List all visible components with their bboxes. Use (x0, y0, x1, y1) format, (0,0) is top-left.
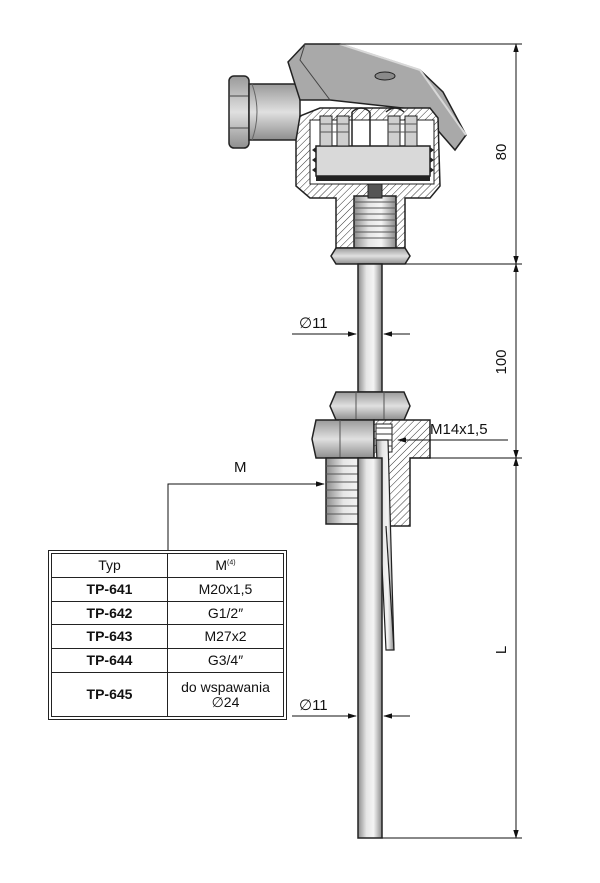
row-m: M20x1,5 (167, 576, 284, 602)
terminal-screws (312, 107, 434, 173)
table-row: TP-643 M27x2 (51, 624, 284, 650)
dim-stem-length: 100 (493, 349, 510, 374)
table-row: TP-644 G3/4″ (51, 648, 284, 673)
row-m: G3/4″ (167, 648, 284, 673)
neck-tube (357, 263, 383, 393)
dim-head-height: 80 (493, 144, 510, 161)
probe-tube (357, 457, 383, 839)
row-m-line2: ∅24 (211, 693, 240, 710)
row-m: do wspawania ∅24 (167, 672, 284, 717)
row-m: M27x2 (167, 624, 284, 650)
dim-probe-length: L (493, 646, 510, 654)
table-row: TP-642 G1/2″ (51, 600, 284, 626)
table-row: TP-641 M20x1,5 (51, 576, 284, 602)
thread-table: Typ M(4) TP-641 M20x1,5 TP-642 G1/2″ TP-… (48, 550, 287, 720)
dim-probe-diameter: ∅11 (299, 697, 328, 714)
row-m-line1: do wspawania (181, 678, 270, 695)
row-type: TP-643 (51, 624, 168, 650)
header-m: M(4) (167, 553, 284, 578)
header-m-note: (4) (227, 559, 236, 567)
connection-head (228, 43, 467, 265)
row-m: G1/2″ (167, 600, 284, 626)
table-row: TP-645 do wspawania ∅24 (51, 672, 284, 717)
dim-nipple-thread: M14x1,5 (430, 421, 488, 438)
row-type: TP-645 (51, 672, 168, 717)
header-m-label: M (215, 557, 228, 574)
row-type: TP-644 (51, 648, 168, 673)
row-type: TP-642 (51, 600, 168, 626)
table-header-row: Typ M(4) (51, 553, 284, 578)
dimension-lines (167, 43, 522, 839)
union-nut (329, 391, 411, 421)
head-lid (287, 43, 467, 152)
row-type: TP-641 (51, 576, 168, 602)
dim-neck-diameter: ∅11 (299, 315, 328, 332)
dim-process-thread: M (234, 459, 247, 476)
header-type: Typ (51, 553, 168, 578)
cable-gland (228, 75, 301, 149)
